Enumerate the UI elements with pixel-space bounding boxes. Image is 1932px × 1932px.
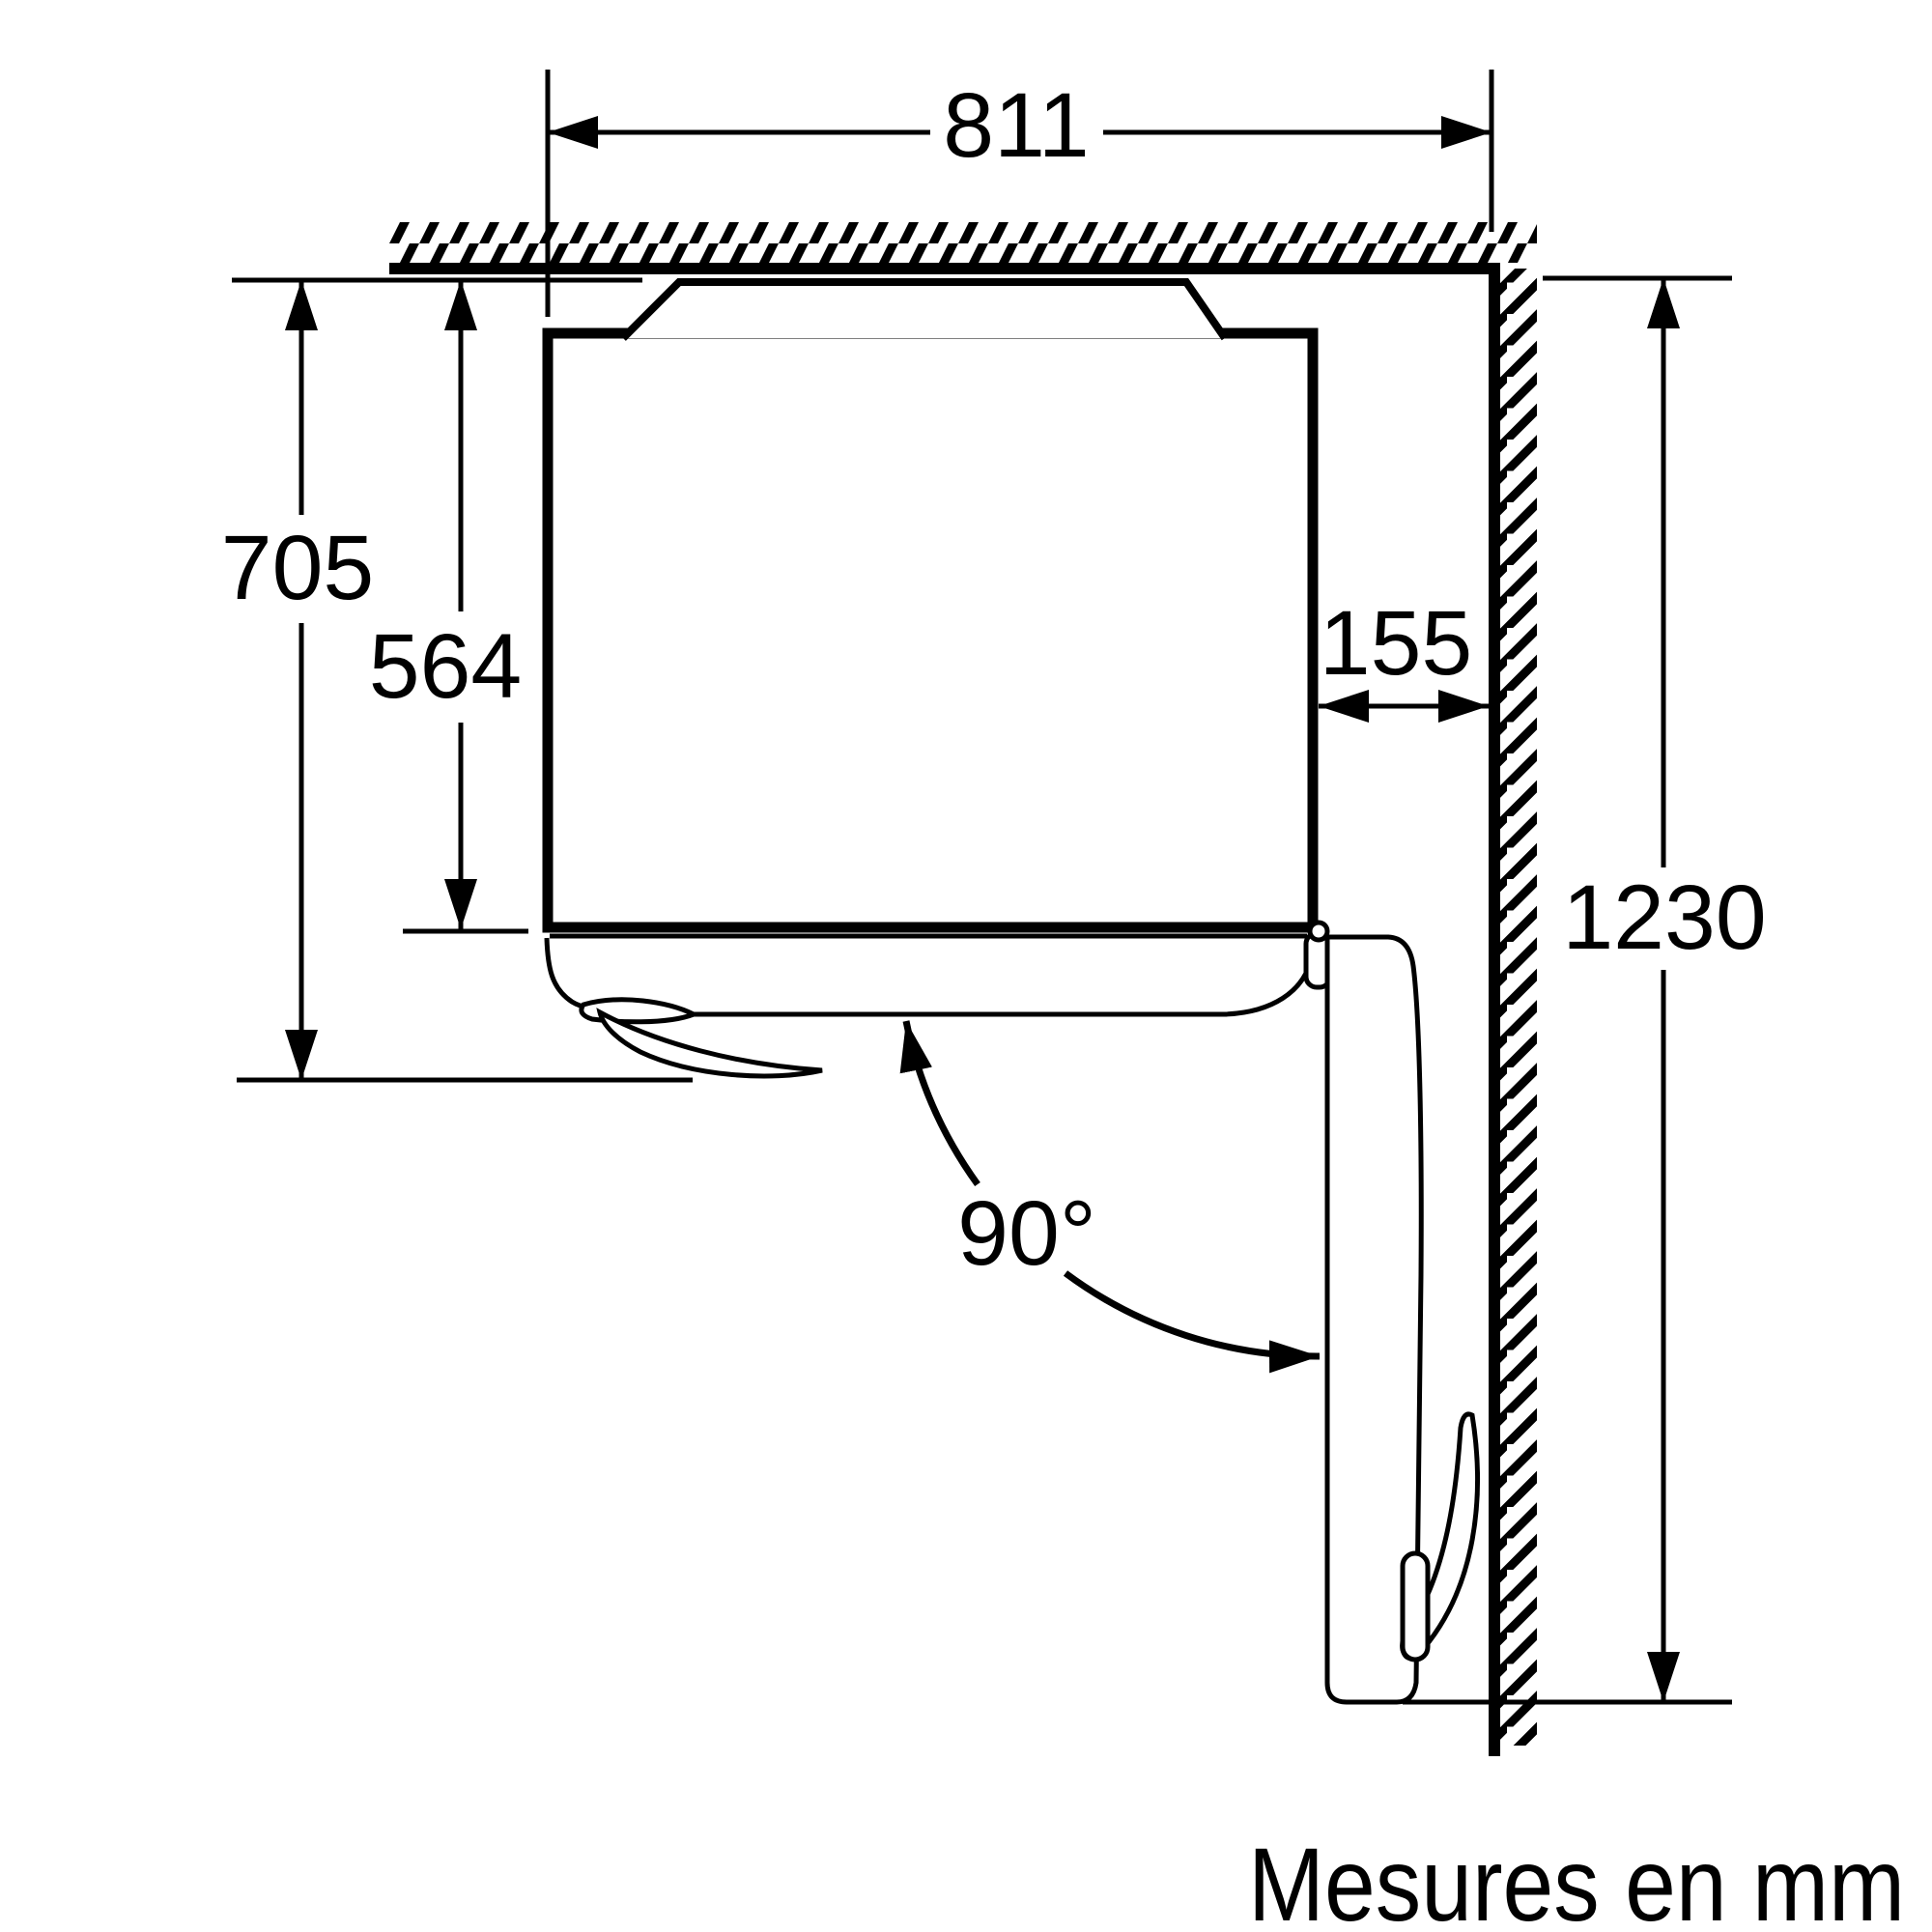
- right-wall-hatching: [1500, 269, 1537, 1746]
- dimension-564: 564: [369, 280, 523, 929]
- right-wall: [1489, 263, 1537, 1756]
- appliance-body: [542, 327, 1319, 933]
- dim-705-label: 705: [221, 517, 375, 619]
- hinge-lever-crescent: [596, 1008, 823, 1079]
- arrow-down-icon: [1647, 1652, 1680, 1702]
- dim-811-label: 811: [943, 74, 1089, 177]
- dimension-155: 155: [1319, 592, 1489, 723]
- arrow-left-icon: [1319, 690, 1369, 723]
- appliance-top-trim: [620, 278, 1229, 341]
- angle-90-label: 90°: [957, 1182, 1096, 1285]
- top-wall: [389, 222, 1537, 274]
- arrow-left-icon: [548, 116, 598, 149]
- dim-564-label: 564: [369, 615, 523, 718]
- hinge-pivot-icon: [1307, 920, 1330, 943]
- door-swing-arc: 90°: [899, 1020, 1321, 1374]
- arrow-up-icon: [285, 280, 318, 330]
- arc-segment-lower: [1063, 1270, 1321, 1374]
- arrow-down-icon: [285, 1030, 318, 1080]
- arc-segment-upper: [899, 1020, 980, 1187]
- units-note: Mesures en mm: [1248, 1826, 1905, 1932]
- top-wall-hatching: [389, 222, 1537, 263]
- appliance-front: [544, 920, 1333, 1079]
- dimension-1230: 1230: [1562, 278, 1767, 1702]
- dim-155-label: 155: [1320, 592, 1473, 695]
- arrow-up-icon: [444, 280, 477, 330]
- dim-1230-label: 1230: [1562, 867, 1766, 969]
- open-door: [1324, 934, 1480, 1705]
- dimension-705: 705: [221, 280, 375, 1080]
- dimension-811: 811: [548, 74, 1492, 177]
- arrow-right-icon: [1438, 690, 1489, 723]
- arrow-right-icon: [1441, 116, 1492, 149]
- arrow-down-icon: [444, 879, 477, 929]
- door-handle-end: [1400, 1550, 1431, 1662]
- door-panel: [1324, 934, 1424, 1705]
- arrow-up-icon: [1647, 278, 1680, 328]
